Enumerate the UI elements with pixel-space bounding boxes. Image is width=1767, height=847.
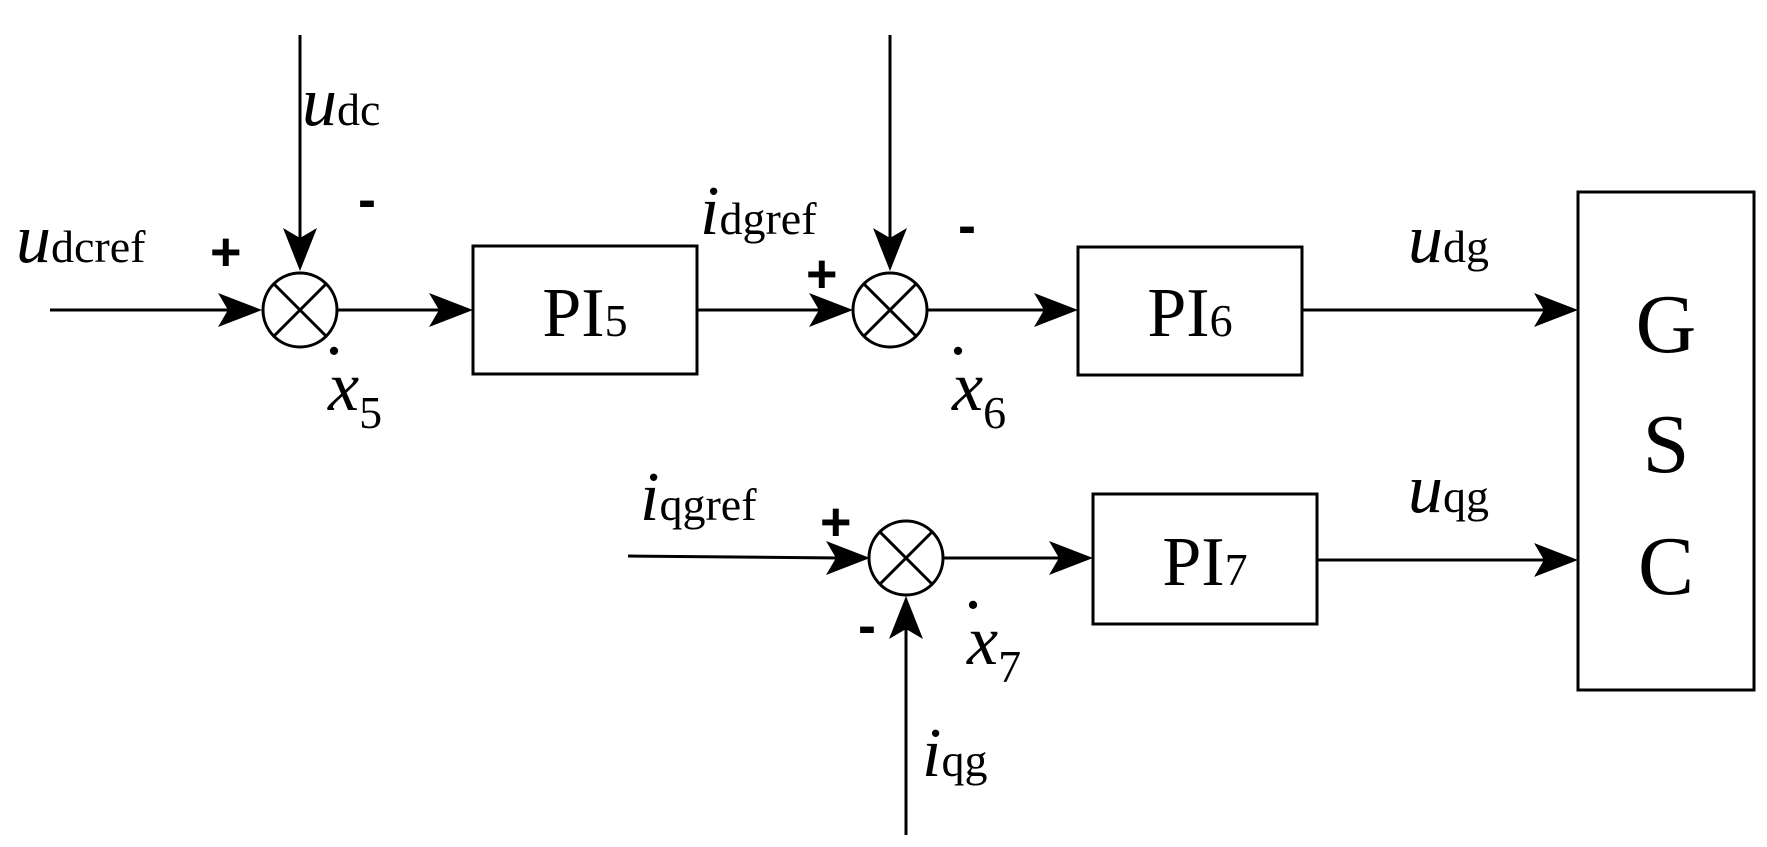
pi7-block: PI7: [1091, 492, 1319, 626]
svg-text:·: ·: [961, 567, 984, 644]
i-qg-label: iqg: [922, 715, 987, 792]
gsc-letter-s: S: [1643, 398, 1690, 491]
gsc-letter-g: G: [1636, 278, 1697, 371]
arrowhead: [218, 293, 262, 327]
svg-text:·: ·: [946, 313, 969, 390]
arrowhead: [1534, 293, 1578, 327]
arrowhead: [429, 293, 473, 327]
sum1-plus-sign: +: [210, 222, 242, 282]
pi6-subscript: 6: [1210, 295, 1233, 346]
svg-text:x7: x7: [966, 603, 1021, 692]
gsc-block: G S C: [1576, 190, 1756, 692]
svg-text:PI7: PI7: [1162, 524, 1247, 601]
u-qg-label: uqg: [1408, 451, 1489, 528]
sum1-minus-sign: -: [358, 170, 376, 230]
arrowhead: [1534, 543, 1578, 577]
svg-text:x6: x6: [951, 349, 1006, 438]
pi6-block: PI6: [1076, 245, 1304, 377]
arrowhead: [873, 228, 907, 271]
pi7-label: PI: [1162, 524, 1224, 601]
sum3-plus-sign: +: [820, 492, 852, 552]
arrowhead: [1049, 541, 1093, 575]
i-qgref-input-line: [627, 554, 841, 560]
arrowhead: [1034, 293, 1078, 327]
svg-text:·: ·: [322, 313, 345, 390]
sum3-minus-sign: -: [858, 596, 876, 656]
arrowhead: [826, 541, 870, 575]
x6-dot-label: · x6: [946, 313, 1006, 438]
u-dg-label: udg: [1408, 201, 1489, 278]
svg-text:x5: x5: [327, 349, 382, 438]
u-dc-label: udc: [302, 64, 380, 141]
i-dgref-label: idgref: [700, 173, 817, 250]
x5-dot-label: · x5: [322, 313, 382, 438]
pi5-label: PI: [542, 275, 604, 352]
summing-junction-3: [867, 519, 945, 597]
u-dcref-label: udcref: [16, 201, 146, 278]
sum2-minus-sign: -: [958, 196, 976, 256]
arrowhead: [889, 596, 923, 639]
svg-text:PI6: PI6: [1147, 275, 1232, 352]
i-qgref-label: iqgref: [640, 459, 757, 536]
pi5-subscript: 5: [605, 295, 628, 346]
arrowhead: [809, 293, 853, 327]
pi5-block: PI5: [471, 244, 699, 376]
pi6-label: PI: [1147, 275, 1209, 352]
summing-junction-2: [851, 271, 929, 349]
gsc-letter-c: C: [1638, 520, 1694, 613]
arrowhead: [283, 228, 317, 271]
sum2-plus-sign: +: [806, 244, 838, 304]
x7-dot-label: · x7: [961, 567, 1021, 692]
pi7-subscript: 7: [1225, 544, 1248, 595]
svg-text:PI5: PI5: [542, 275, 627, 352]
